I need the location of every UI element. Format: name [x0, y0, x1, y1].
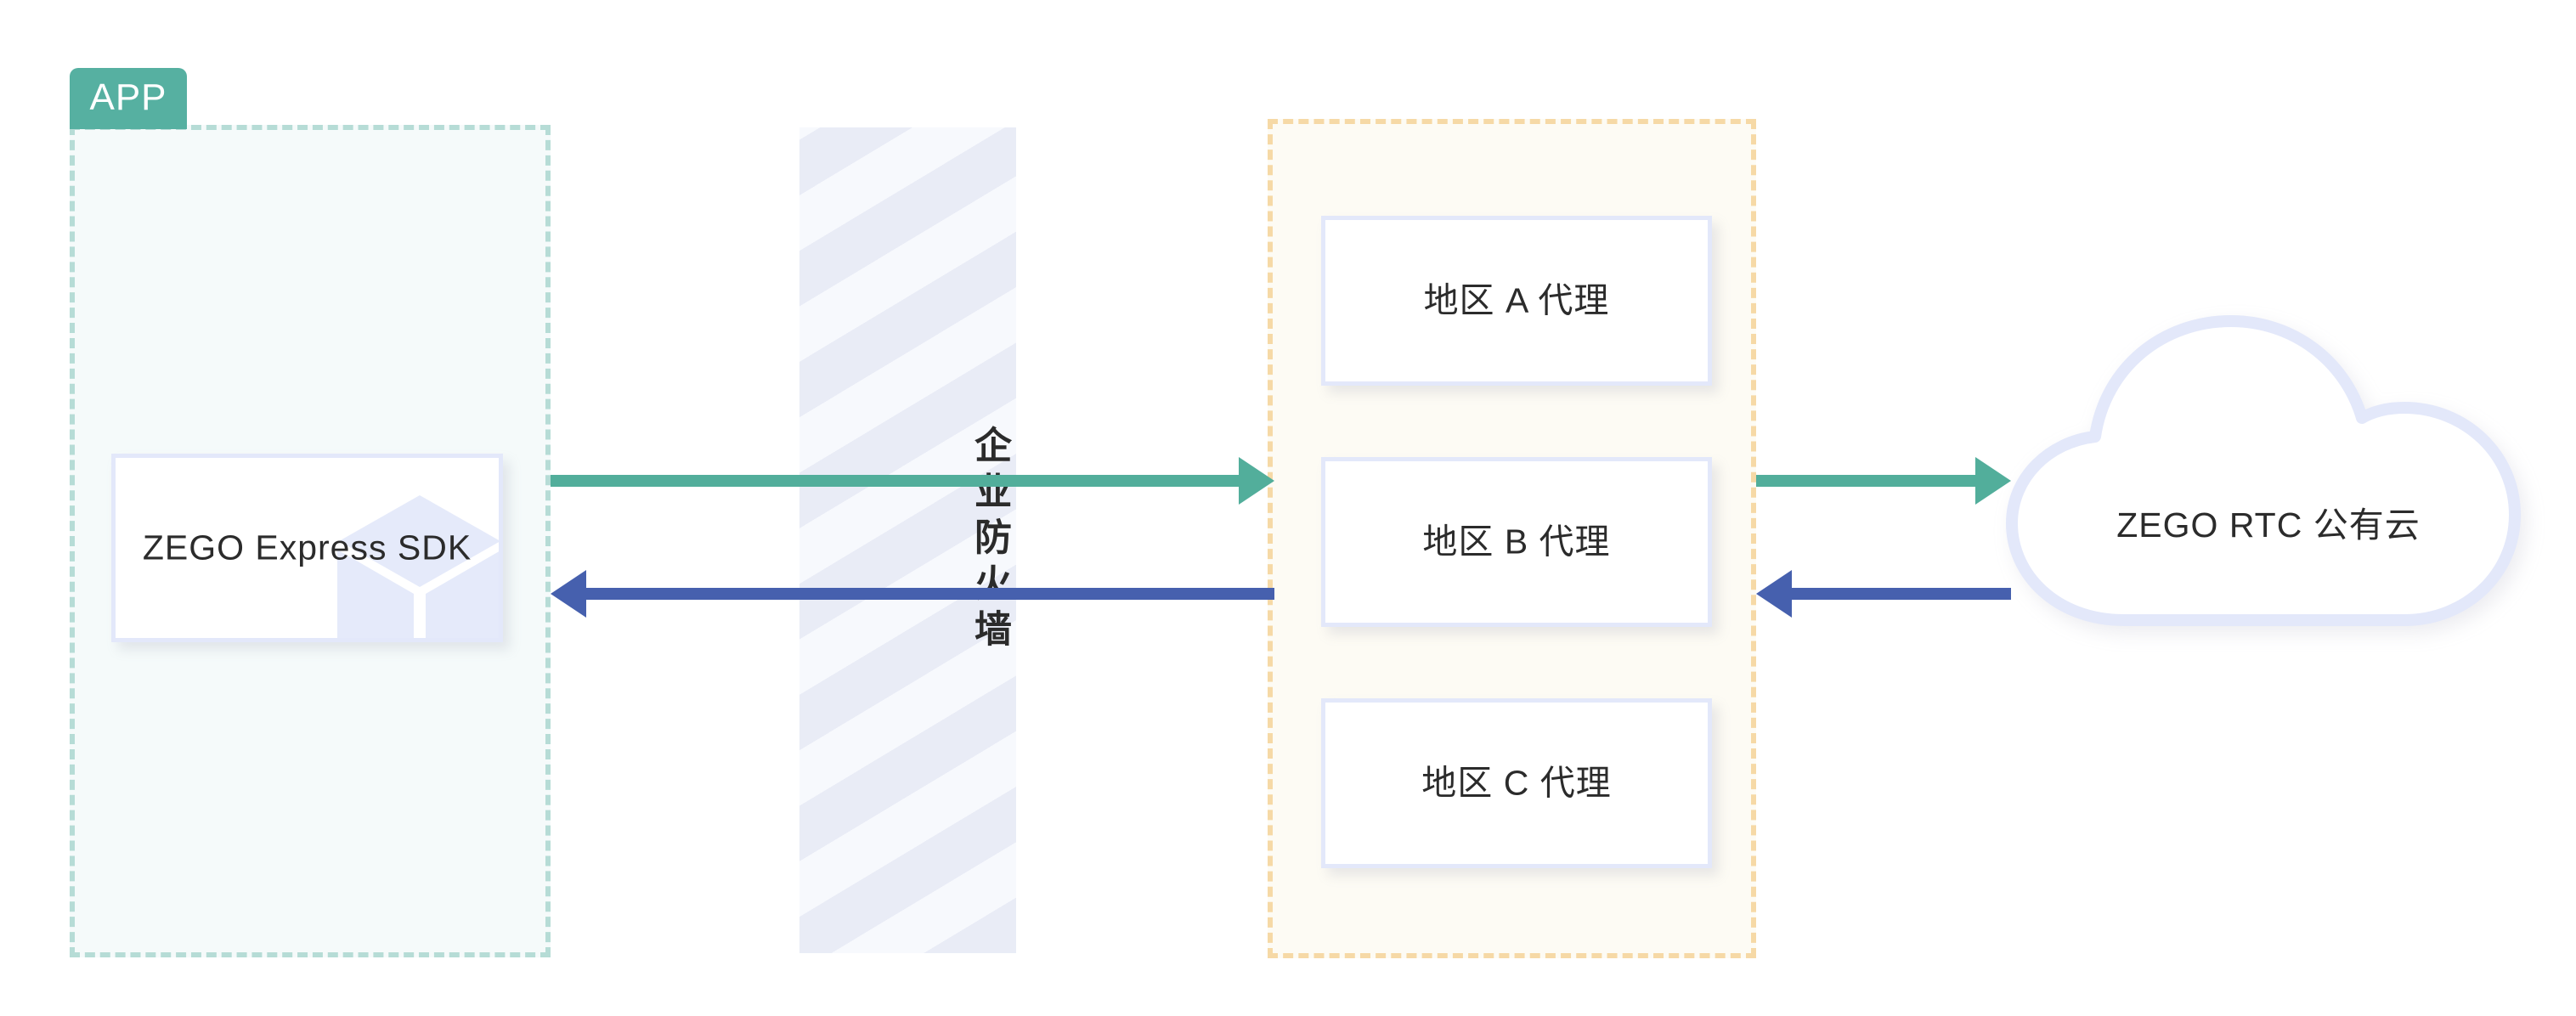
app-zone-badge: APP — [70, 68, 187, 129]
arrow-head-left — [551, 570, 586, 618]
arrow-head-left — [1756, 570, 1792, 618]
zego-rtc-public-cloud[interactable]: ZEGO RTC 公有云 — [1997, 314, 2540, 637]
proxy-card-region-a-label: 地区 A 代理 — [1423, 280, 1610, 320]
cube-icon — [337, 495, 499, 638]
arrow-shaft — [1756, 475, 1975, 487]
proxy-card-region-c-label: 地区 C 代理 — [1421, 763, 1612, 803]
zego-express-sdk-card[interactable]: ZEGO Express SDK — [111, 454, 503, 642]
arrow-head-right — [1975, 457, 2011, 505]
arrow-shaft — [1792, 588, 2011, 600]
enterprise-firewall-label: 企业防火墙 — [969, 426, 1010, 655]
proxy-card-region-a[interactable]: 地区 A 代理 — [1321, 216, 1712, 386]
proxy-card-region-b-label: 地区 B 代理 — [1422, 522, 1611, 562]
enterprise-firewall-band: 企业防火墙 — [799, 127, 1016, 953]
zego-rtc-public-cloud-label: ZEGO RTC 公有云 — [2116, 505, 2421, 545]
proxy-card-region-c[interactable]: 地区 C 代理 — [1321, 698, 1712, 868]
arrow-shaft — [551, 475, 1239, 487]
zego-express-sdk-label: ZEGO Express SDK — [142, 528, 472, 567]
arrow-shaft — [586, 588, 1274, 600]
cloud-shape-icon — [2006, 315, 2521, 626]
arrow-head-right — [1239, 457, 1274, 505]
proxy-card-region-b[interactable]: 地区 B 代理 — [1321, 457, 1712, 627]
